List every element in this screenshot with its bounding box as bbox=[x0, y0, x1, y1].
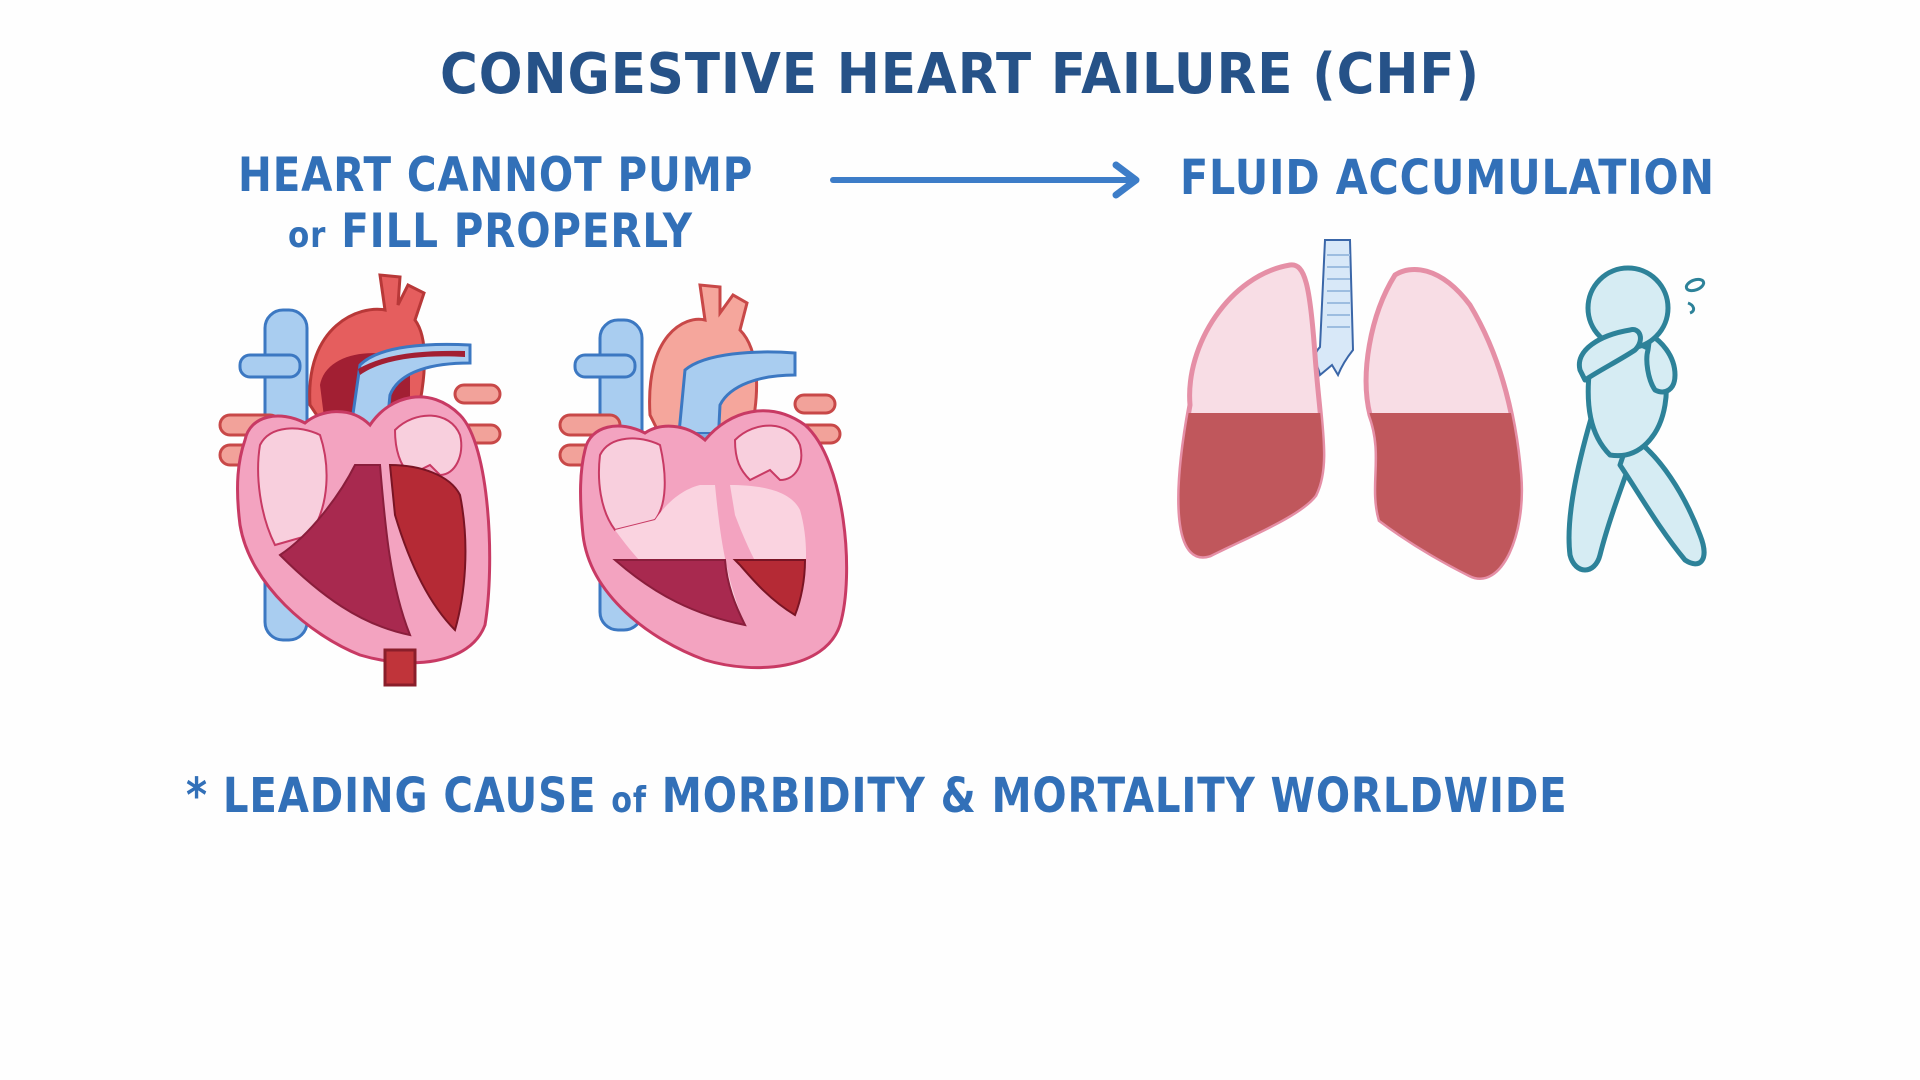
trachea bbox=[1314, 239, 1355, 378]
lungs-with-fluid-illustration bbox=[1177, 239, 1524, 580]
right-ventricle-blood bbox=[278, 464, 412, 637]
left-ventricle-blood bbox=[732, 559, 807, 617]
footer-note: * LEADING CAUSE of MORBIDITY & MORTALITY… bbox=[186, 768, 1568, 824]
heart-cannot-pump-illustration bbox=[218, 273, 502, 687]
asterisk-bullet-icon: * bbox=[186, 768, 208, 824]
cause-text-line2: or FILL PROPERLY bbox=[288, 204, 693, 259]
cause-text-line2-main: FILL PROPERLY bbox=[341, 204, 693, 259]
right-arm bbox=[1644, 332, 1678, 395]
cough-marks-icon bbox=[1684, 277, 1706, 315]
short-of-breath-person-illustration bbox=[1566, 265, 1707, 573]
heart-cannot-fill-illustration bbox=[558, 283, 849, 670]
footer-part1: LEADING CAUSE bbox=[222, 768, 597, 824]
effect-text: FLUID ACCUMULATION bbox=[1180, 150, 1715, 206]
footer-part2: MORBIDITY & MORTALITY WORLDWIDE bbox=[661, 768, 1568, 824]
right-arrow-icon bbox=[830, 161, 1140, 199]
right-lung bbox=[1363, 267, 1524, 580]
left-lung bbox=[1177, 262, 1326, 559]
right-leg bbox=[1617, 432, 1707, 567]
footer-connector: of bbox=[611, 780, 647, 821]
cause-connector: or bbox=[288, 215, 327, 256]
right-ventricle-blood bbox=[612, 559, 747, 627]
page-title: CONGESTIVE HEART FAILURE (CHF) bbox=[440, 42, 1481, 107]
left-arm bbox=[1576, 327, 1643, 383]
cause-text-line1: HEART CANNOT PUMP bbox=[238, 148, 754, 203]
left-ventricle-blood bbox=[388, 463, 467, 632]
